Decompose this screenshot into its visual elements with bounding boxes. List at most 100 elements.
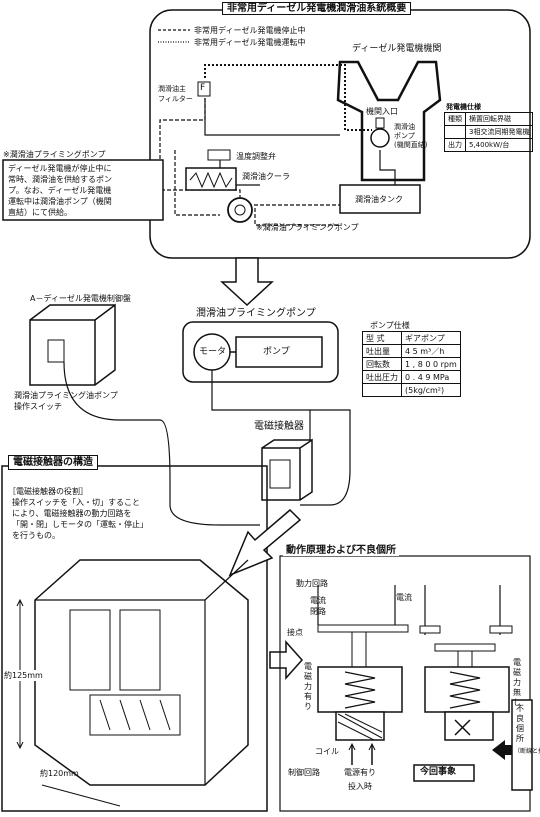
- diag-arrow: [228, 508, 302, 577]
- priming-pump-inner: [234, 204, 246, 216]
- contact-label: 接点: [287, 628, 303, 637]
- motor-wire: [211, 370, 311, 440]
- pump-spec-cell: ギアポンプ: [401, 331, 461, 345]
- this-event-box: [413, 764, 475, 782]
- contactor-3d-coil: [89, 694, 181, 736]
- pump-label-3: (機関直結): [394, 141, 428, 149]
- gen-spec-cell: 出力: [444, 138, 466, 152]
- em-force-off-label: 電磁力無し: [513, 658, 521, 707]
- control-circuit-label: 制御回路: [288, 768, 320, 777]
- principle-title: 動作原理および不良個所: [283, 545, 399, 556]
- down-arrow: [220, 257, 274, 307]
- role-title: ［電磁接触器の役割］: [8, 487, 88, 496]
- temp-valve-label: 温度調整弁: [236, 152, 276, 161]
- side-note-line: ディーゼル発電機が停止中に: [8, 164, 112, 173]
- role-line: 操作スイッチを「入・切」すること: [12, 498, 140, 507]
- contactor-small-inner: [269, 459, 291, 489]
- gen-spec-cell: 横置回転界磁: [464, 112, 534, 126]
- pump-label-2: ポンプ: [394, 132, 415, 140]
- side-note-line: 常時、潤滑油を供給するポン: [8, 175, 112, 184]
- side-note-line: 運転中は潤滑油ポンプ（機関: [8, 197, 112, 206]
- tank-shape: [339, 184, 421, 214]
- pipe-pump-tank: [379, 150, 396, 185]
- pump-spec-cell: 回転数: [362, 357, 402, 371]
- pipe-filter-down: [204, 98, 340, 136]
- priming-pump-label: ※潤滑油プライミングポンプ: [256, 223, 359, 232]
- power-circuit-label: 動力回路: [296, 579, 328, 588]
- gen-spec-cell: 種類: [444, 112, 466, 126]
- role-line: を行うもの。: [12, 531, 60, 540]
- pump-spec-cell: 4 5 m³／h: [401, 344, 461, 358]
- engine-outline: [336, 60, 442, 182]
- control-panel-title: A－ディーゼル発電機制御盤: [30, 294, 131, 303]
- cooler-coil: [189, 171, 233, 189]
- coil-off: [444, 711, 494, 741]
- dim-width-line: [41, 784, 121, 807]
- switch-shape: [47, 339, 65, 363]
- em-force-on-label: 電磁力有り: [304, 662, 312, 711]
- defect-label: 不良個所: [516, 704, 524, 743]
- contactor-3d-block-2: [119, 609, 161, 691]
- engine-inlet-label: 機関入口: [366, 107, 398, 116]
- structure-frame: [1, 465, 268, 812]
- gen-spec-cell: 5,400kW/台: [464, 138, 534, 152]
- side-note-line: 直結）にて供給。: [8, 208, 72, 217]
- engine-pump-circle: [370, 128, 390, 148]
- temp-valve-shape: [207, 149, 231, 161]
- side-note-frame: [2, 159, 164, 221]
- pump-spec-title: ポンプ仕様: [370, 321, 410, 330]
- contact-bar-on: [317, 624, 409, 633]
- cooler-label: 潤滑油クーラ: [242, 172, 290, 181]
- principle-frame: [279, 555, 531, 812]
- gen-spec-title: 発電機仕様: [446, 103, 481, 111]
- motor-wire-2: [300, 409, 351, 506]
- side-note-line: プ。なお、ディーゼル発電機: [8, 186, 112, 195]
- pump-spec-cell: (5kg/cm²): [401, 383, 461, 397]
- side-note-title: ※潤滑油プライミングポンプ: [3, 150, 106, 159]
- pump-box-label: ポンプ: [263, 347, 290, 357]
- pump-spec-cell: [362, 383, 402, 397]
- pipe-left-return: [174, 150, 220, 216]
- contactor-3d-block-1: [69, 609, 111, 691]
- contact-bar-off: [434, 643, 496, 652]
- pipe-run-top: [204, 64, 372, 131]
- pump-spec-cell: 型 式: [362, 331, 402, 345]
- structure-title: 電磁接触器の構造: [8, 455, 98, 470]
- pipe-priming: [254, 208, 340, 226]
- contactor-label: 電磁接触器: [254, 421, 304, 432]
- role-line: 「開・閉」しモータの「運転・停止」: [12, 520, 148, 529]
- closed-label: 閉路: [310, 607, 326, 616]
- coil-block-off: [424, 666, 510, 713]
- contactor-3d-outline: [34, 559, 249, 786]
- motor-label: モータ: [199, 347, 227, 357]
- current-right-label: 電流: [396, 593, 412, 602]
- defect-box: [511, 699, 533, 791]
- filter-label-2: フィルター: [158, 95, 193, 103]
- when-on-label: 投入時: [348, 782, 372, 791]
- pump-spec-cell: 吐出圧力: [362, 370, 402, 384]
- control-wire: [63, 361, 260, 526]
- tank-label: 潤滑油タンク: [355, 195, 403, 204]
- priming-section-title: 潤滑油プライミングポンプ: [196, 308, 316, 319]
- pump-spec-cell: 0 . 4 9 MPa: [401, 370, 461, 384]
- current-left-label: 電流: [310, 596, 326, 605]
- legend-run-label: 非常用ディーゼル発電機運転中: [194, 38, 306, 47]
- power-on-label: 電源有り: [344, 768, 376, 777]
- engine-label: ディーゼル発電機機関: [352, 44, 442, 54]
- height-dimension: 約125mm: [4, 670, 43, 681]
- filter-label-1: 潤滑油主: [158, 85, 186, 93]
- switch-label-2: 操作スイッチ: [14, 402, 62, 411]
- gen-spec-cell: [444, 125, 466, 139]
- width-dimension: 約120mm: [40, 769, 79, 778]
- contactor-small: [261, 438, 313, 501]
- top-panel-title: 非常用ディーゼル発電機潤滑油系統概要: [222, 2, 412, 15]
- legend-stop-label: 非常用ディーゼル発電機停止中: [194, 26, 306, 35]
- switch-label-1: 潤滑油プライミング油ポンプ: [14, 391, 118, 400]
- engine-inlet-block: [375, 117, 385, 129]
- defect-note: （断線と推定）: [514, 748, 540, 755]
- gen-spec-cell: 3相交流同期発電機: [464, 125, 534, 139]
